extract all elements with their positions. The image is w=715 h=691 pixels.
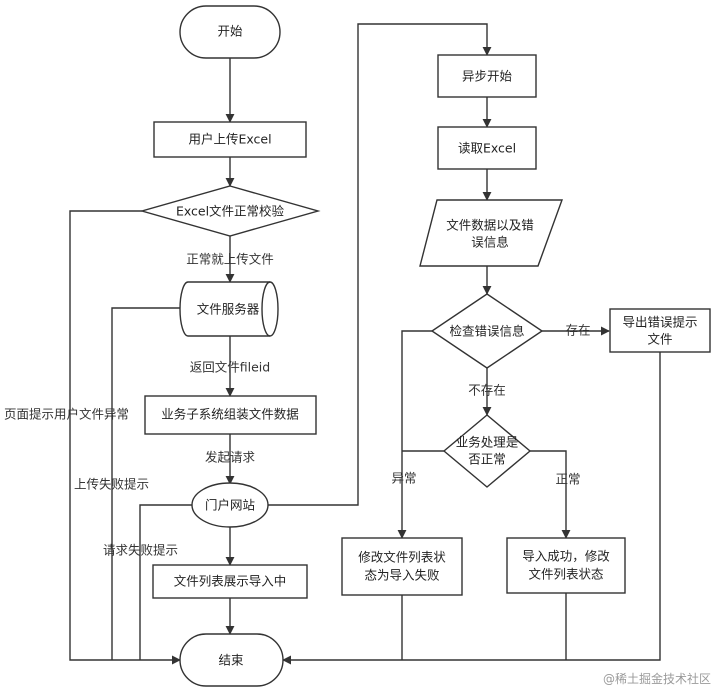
edge-label-upload-fail: 上传失败提示 xyxy=(74,477,149,492)
edge-biz-normal-success xyxy=(530,450,571,539)
node-biz-ok-label-1: 业务处理是 xyxy=(456,435,519,450)
edge-label-request-fail: 请求失败提示 xyxy=(103,543,178,558)
node-import-success-label-2: 文件列表状态 xyxy=(528,567,603,582)
node-read-excel-label: 读取Excel xyxy=(458,141,516,156)
node-upload-label: 用户上传Excel xyxy=(188,132,271,147)
node-upload: 用户上传Excel xyxy=(153,121,307,158)
node-biz-ok-label-2: 否正常 xyxy=(468,452,506,467)
edge-label-normal-upload: 正常就上传文件 xyxy=(186,252,274,267)
node-check-error: 检查错误信息 xyxy=(430,293,544,369)
node-set-failed: 修改文件列表状 态为导入失败 xyxy=(341,537,463,596)
node-portal: 门户网站 xyxy=(191,482,269,528)
node-export-error: 导出错误提示 文件 xyxy=(609,308,711,353)
node-biz-ok: 业务处理是 否正常 xyxy=(442,414,532,488)
edge-label-abnormal: 异常 xyxy=(391,471,416,486)
node-export-error-label-1: 导出错误提示 xyxy=(622,315,697,330)
node-import-success: 导入成功，修改 文件列表状态 xyxy=(506,537,626,594)
watermark: @稀土掘金技术社区 xyxy=(603,671,711,686)
node-portal-label: 门户网站 xyxy=(205,498,255,513)
node-file-data: 文件数据以及错 误信息 xyxy=(419,199,563,267)
node-read-excel: 读取Excel xyxy=(437,126,537,170)
edge-export-end xyxy=(282,352,661,665)
node-assemble: 业务子系统组装文件数据 xyxy=(144,395,317,435)
edge-label-not-exists: 不存在 xyxy=(468,383,506,398)
node-file-data-label-2: 误信息 xyxy=(471,235,509,250)
node-import-success-label-1: 导入成功，修改 xyxy=(522,549,610,564)
edge-fileserver-fail-end xyxy=(111,307,180,660)
connectors xyxy=(69,23,661,665)
node-validate-label: Excel文件正常校验 xyxy=(176,204,285,219)
edge-portal-async xyxy=(268,23,492,506)
edge-portal-fail-end xyxy=(139,504,192,660)
node-start: 开始 xyxy=(179,5,281,59)
node-assemble-label: 业务子系统组装文件数据 xyxy=(161,407,299,422)
node-check-error-label: 检查错误信息 xyxy=(449,324,524,339)
node-start-label: 开始 xyxy=(217,24,243,39)
node-file-server: 文件服务器 xyxy=(179,281,279,337)
node-async-start-label: 异步开始 xyxy=(462,69,513,84)
edge-label-page-error: 页面提示用户文件异常 xyxy=(4,407,129,422)
node-validate: Excel文件正常校验 xyxy=(139,185,321,237)
node-async-start: 异步开始 xyxy=(437,54,537,98)
edge-label-normal: 正常 xyxy=(555,472,580,487)
node-set-failed-label-1: 修改文件列表状 xyxy=(358,550,446,565)
edge-validate-fail-end xyxy=(69,210,181,665)
node-end-label: 结束 xyxy=(218,653,244,668)
node-export-error-label-2: 文件 xyxy=(647,332,672,347)
edge-label-request: 发起请求 xyxy=(205,450,256,465)
edge-check-abnormal-failed xyxy=(397,330,432,539)
edge-label-exists: 存在 xyxy=(565,323,590,338)
node-list-importing-label: 文件列表展示导入中 xyxy=(174,574,287,589)
edge-label-return-fileid: 返回文件fileid xyxy=(190,360,270,375)
node-list-importing: 文件列表展示导入中 xyxy=(152,564,308,599)
node-file-data-label-1: 文件数据以及错 xyxy=(446,218,534,233)
node-set-failed-label-2: 态为导入失败 xyxy=(364,568,440,583)
node-end: 结束 xyxy=(179,633,284,687)
node-file-server-label: 文件服务器 xyxy=(197,302,260,317)
edge-labels: 正常就上传文件 返回文件fileid 发起请求 页面提示用户文件异常 上传失败提… xyxy=(4,252,591,558)
